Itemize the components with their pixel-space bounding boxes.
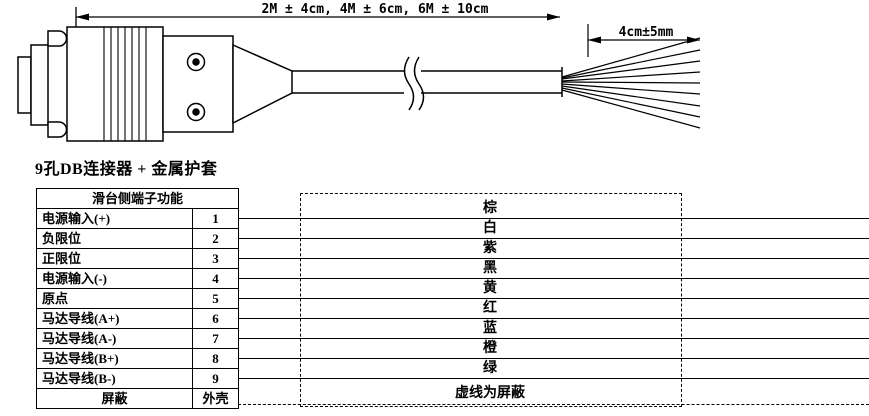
terminal-function: 马达导线(B-): [36, 368, 193, 389]
connector-title: 9孔DB连接器 + 金属护套: [35, 161, 218, 178]
table-row: 马达导线(B+) 8: [36, 348, 240, 369]
wire-line: [238, 218, 869, 219]
cable: [292, 56, 563, 111]
wire-line: [238, 358, 869, 359]
terminal-function: 马达导线(B+): [36, 348, 193, 369]
terminal-pin: 2: [191, 228, 240, 249]
screw-center-icon: [192, 58, 200, 66]
terminal-function: 电源输入(-): [36, 268, 193, 289]
terminal-pin: 8: [191, 348, 240, 369]
backshell-ridges: [103, 27, 147, 141]
wire-color-label: 紫: [483, 241, 497, 256]
terminal-function: 屏蔽: [36, 388, 193, 409]
wire-line: [238, 378, 869, 379]
cable-assembly-drawing: 2M ± 4cm, 4M ± 6cm, 6M ± 10cm: [17, 2, 701, 142]
wire-group-box: [300, 193, 682, 407]
table-header-row: 滑台侧端子功能: [35, 188, 240, 209]
db9-connector: [17, 30, 68, 138]
terminal-function: 马达导线(A-): [36, 328, 193, 349]
overall-length-label: 2M ± 4cm, 4M ± 6cm, 6M ± 10cm: [262, 2, 489, 17]
wire-color-label: 橙: [483, 341, 497, 356]
table-row: 马达导线(A+) 6: [36, 308, 240, 329]
wire-line: [238, 318, 869, 319]
table-row: 正限位 3: [36, 248, 240, 269]
wire-line: [238, 238, 869, 239]
wire-line: [238, 278, 869, 279]
terminal-pin: 6: [191, 308, 240, 329]
screw-center-icon: [192, 108, 200, 116]
table-row: 原点 5: [36, 288, 240, 309]
wire-line: [238, 298, 869, 299]
shield-wire-line: [238, 404, 869, 405]
wire-line: [238, 338, 869, 339]
terminal-function: 正限位: [36, 248, 193, 269]
terminal-function: 电源输入(+): [36, 208, 193, 229]
table-row: 电源输入(-) 4: [36, 268, 240, 289]
overall-length-dimension: [75, 7, 560, 30]
terminal-pin: 4: [191, 268, 240, 289]
metal-backshell: [66, 26, 293, 142]
terminal-function: 原点: [36, 288, 193, 309]
wire-color-label: 棕: [483, 201, 497, 216]
terminal-pin: 9: [191, 368, 240, 389]
terminal-pin: 5: [191, 288, 240, 309]
terminal-pin: 3: [191, 248, 240, 269]
terminal-pin: 7: [191, 328, 240, 349]
table-row: 负限位 2: [36, 228, 240, 249]
wire-color-label: 黄: [483, 281, 497, 296]
table-row: 马达导线(A-) 7: [36, 328, 240, 349]
wire-color-label: 红: [483, 301, 497, 316]
strip-length-label: 4cm±5mm: [619, 25, 674, 40]
wire-color-label: 黑: [483, 261, 497, 276]
wire-line: [238, 258, 869, 259]
frayed-wires: [561, 37, 701, 129]
shield-note-label: 虚线为屏蔽: [455, 386, 525, 401]
wire-color-label: 白: [483, 221, 497, 236]
wire-color-label: 蓝: [483, 321, 497, 336]
table-row: 马达导线(B-) 9: [36, 368, 240, 389]
strip-arrow-right-icon: [687, 36, 700, 44]
wire-color-label: 绿: [483, 361, 497, 376]
strip-arrow-left-icon: [588, 36, 601, 44]
table-row: 屏蔽 外壳: [36, 388, 240, 409]
table-header: 滑台侧端子功能: [35, 188, 240, 209]
cable-break-icon: [413, 56, 425, 111]
strip-length-dimension: [587, 24, 700, 57]
terminal-pin: 1: [191, 208, 240, 229]
terminal-function: 负限位: [36, 228, 193, 249]
terminal-function-table: 滑台侧端子功能 电源输入(+) 1 负限位 2 正限位 3 电源输入(-) 4 …: [35, 188, 240, 409]
strain-relief: [232, 43, 293, 125]
terminal-pin: 外壳: [191, 388, 240, 409]
table-row: 电源输入(+) 1: [36, 208, 240, 229]
dimension-arrow-right-icon: [547, 13, 560, 21]
cable-break-icon: [403, 56, 415, 111]
terminal-function: 马达导线(A+): [36, 308, 193, 329]
dimension-arrow-left-icon: [76, 13, 89, 21]
